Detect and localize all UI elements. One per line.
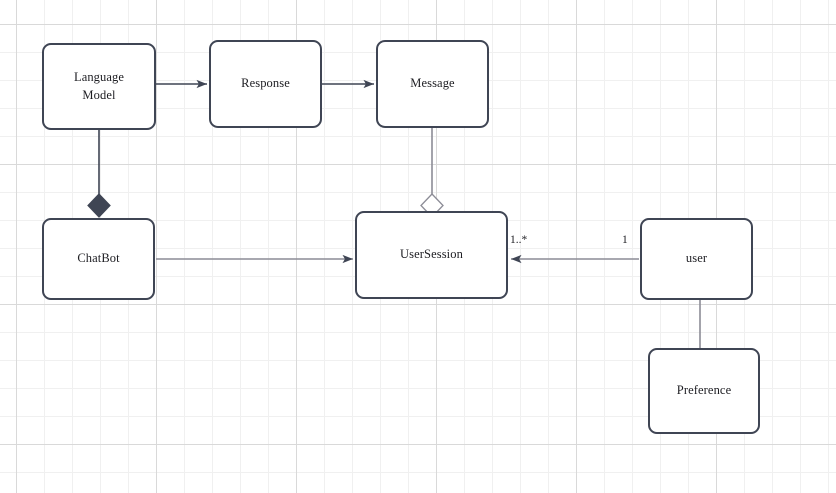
node-preference[interactable]: Preference (648, 348, 760, 434)
node-label-preference: Preference (676, 383, 732, 398)
node-label-language-model: Language Model (73, 69, 125, 102)
node-label-response: Response (241, 76, 290, 91)
filled-diamond-icon (87, 193, 111, 218)
node-language-model[interactable]: Language Model (42, 43, 156, 130)
multiplicity-label-user-side: 1 (622, 234, 628, 246)
node-label-user: user (685, 251, 708, 266)
node-label-usersession: UserSession (400, 247, 463, 262)
edge-chatbot-composition-language-model (87, 130, 111, 218)
node-label-message: Message (410, 76, 455, 91)
node-response[interactable]: Response (209, 40, 322, 128)
node-user[interactable]: user (640, 218, 753, 300)
node-message[interactable]: Message (376, 40, 489, 128)
edge-usersession-aggregation-message (420, 128, 444, 218)
node-label-chatbot: ChatBot (77, 251, 120, 266)
node-usersession[interactable]: UserSession (355, 211, 508, 299)
node-chatbot[interactable]: ChatBot (42, 218, 155, 300)
multiplicity-label-usersession-side: 1..* (510, 234, 528, 246)
